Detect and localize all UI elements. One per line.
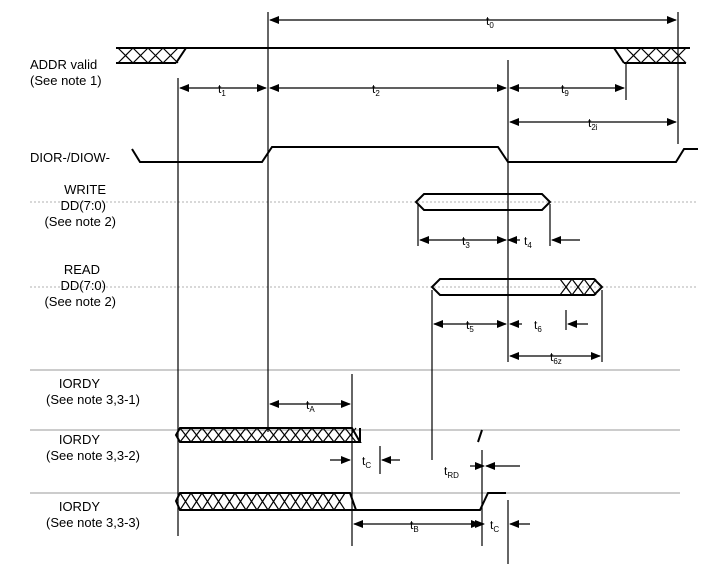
timing-t3: t3 — [462, 234, 470, 250]
timing-tB: tB — [410, 518, 419, 534]
iordy1-label-line2: (See note 3,3-1) — [46, 392, 140, 407]
timing-t2: t2 — [372, 82, 380, 98]
timing-t9: t9 — [561, 82, 569, 98]
iordy2-label-line1: IORDY — [59, 432, 101, 447]
timing-labels: t0 t1 t2 t9 t2i t3 t4 t5 t6 t6z tA tC tR… — [218, 14, 598, 534]
read-label-line2: DD(7:0) — [60, 278, 106, 293]
signal-labels: ADDR valid (See note 1) DIOR-/DIOW- WRIT… — [30, 57, 140, 530]
timing-t2i: t2i — [588, 116, 598, 132]
iordy1-label-line1: IORDY — [59, 376, 101, 391]
timing-arrows — [179, 16, 677, 528]
addr-label-line1: ADDR valid — [30, 57, 97, 72]
edge-lines — [177, 12, 679, 564]
iordy3-waveform — [174, 492, 506, 511]
timing-t6: t6 — [534, 318, 542, 334]
timing-t5: t5 — [466, 318, 474, 334]
reference-lines — [30, 201, 698, 494]
timing-t6z: t6z — [550, 350, 562, 366]
dior-label: DIOR-/DIOW- — [30, 150, 110, 165]
read-label-line1: READ — [64, 262, 100, 277]
write-label-line1: WRITE — [64, 182, 106, 197]
read-label-line3: (See note 2) — [44, 294, 116, 309]
timing-tC-2: tC — [490, 518, 499, 534]
iordy3-label-line2: (See note 3,3-3) — [46, 515, 140, 530]
timing-tA: tA — [306, 398, 315, 414]
iordy3-label-line1: IORDY — [59, 499, 101, 514]
timing-t4: t4 — [524, 234, 532, 250]
timing-tRD: tRD — [444, 464, 459, 480]
write-label-line2: DD(7:0) — [60, 198, 106, 213]
dior-waveform — [131, 146, 698, 163]
iordy2-label-line2: (See note 3,3-2) — [46, 448, 140, 463]
timing-t1: t1 — [218, 82, 226, 98]
read-data-waveform — [430, 278, 604, 296]
addr-waveform — [116, 47, 690, 64]
write-data-waveform — [414, 193, 552, 211]
write-label-line3: (See note 2) — [44, 214, 116, 229]
timing-tC-1: tC — [362, 454, 371, 470]
addr-label-line2: (See note 1) — [30, 73, 102, 88]
timing-t0: t0 — [486, 14, 494, 30]
